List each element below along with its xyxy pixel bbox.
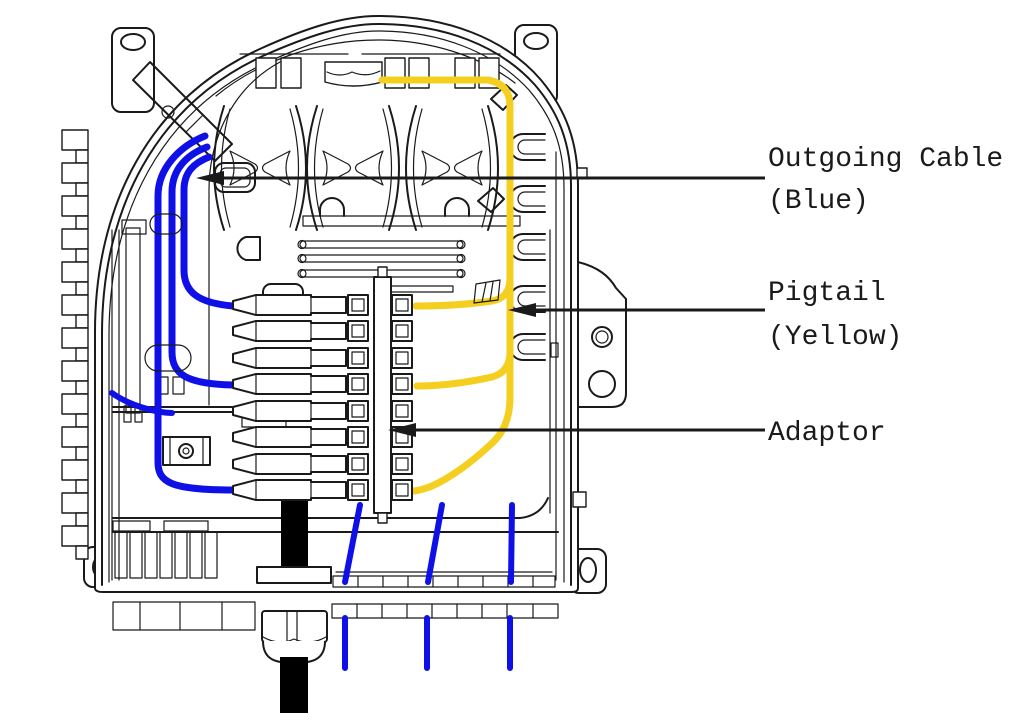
left-inner-panel: [111, 61, 346, 581]
label-outgoing-cable-line2: (Blue): [768, 186, 869, 217]
drop-blue-fibers: [342, 502, 515, 671]
incoming-cable-black: [281, 497, 308, 568]
arrow-pigtail: [508, 303, 765, 317]
arrow-adaptor: [388, 423, 765, 437]
heat-fin-strip: [61, 129, 89, 560]
label-outgoing-cable-line1: Outgoing Cable: [768, 144, 1003, 175]
label-pigtail-line1: Pigtail: [768, 278, 886, 309]
adaptor-column: [232, 266, 501, 524]
incoming-cable-black-tail: [280, 657, 308, 713]
cable-gland: [256, 566, 332, 664]
arrow-outgoing-cable: [196, 171, 765, 185]
label-adaptor: Adaptor: [768, 418, 886, 449]
mounting-ear-top-left: [111, 27, 155, 113]
pigtail-yellow-fibers: [378, 76, 514, 495]
side-bracket: [577, 261, 627, 408]
outgoing-blue-fibers: [109, 132, 237, 494]
bottom-skirt: [112, 601, 559, 631]
bottom-compartment: [112, 497, 559, 588]
label-pigtail-line2: (Yellow): [768, 322, 902, 353]
